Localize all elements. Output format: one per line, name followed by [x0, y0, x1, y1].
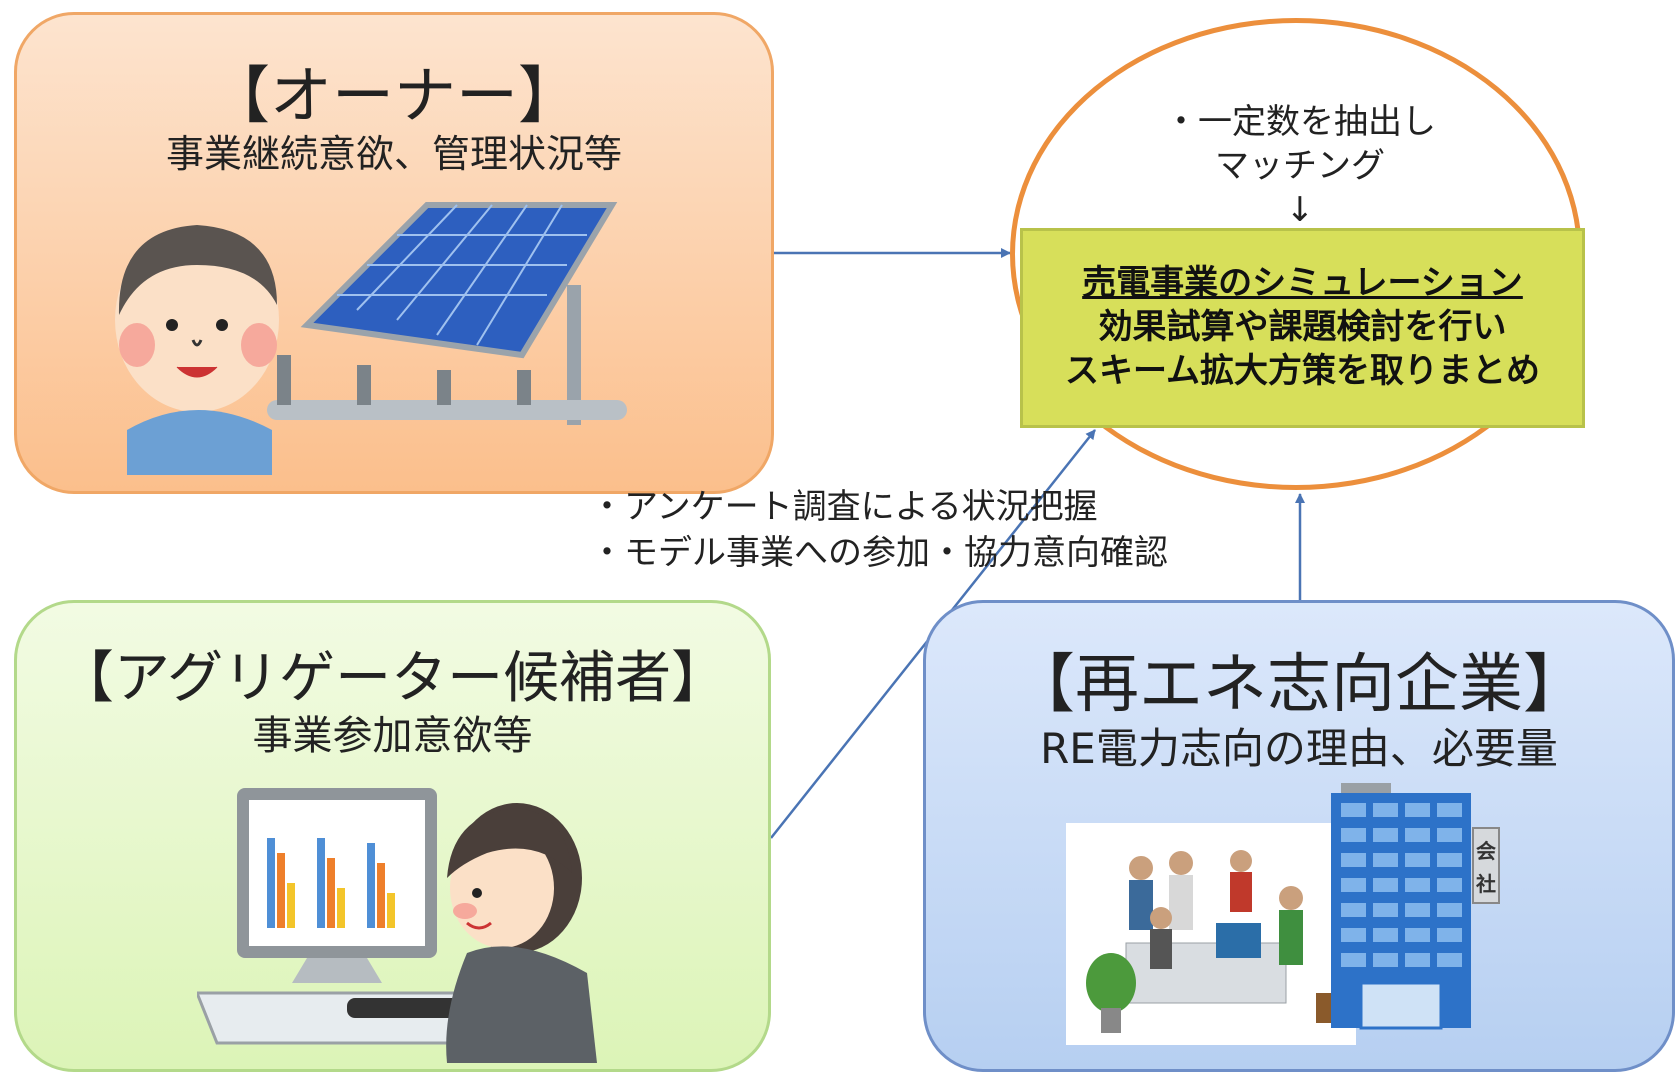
monitor-chart-icon — [197, 788, 500, 1045]
solar-panel-icon — [267, 202, 627, 425]
woman-icon — [446, 803, 597, 1063]
aggregator-analyst-illustration — [197, 788, 597, 1063]
simulation-line-1: 売電事業のシミュレーション — [1082, 263, 1523, 303]
simulation-box: 売電事業のシミュレーション 効果試算や課題検討を行い スキーム拡大方策を取りまと… — [1020, 228, 1585, 428]
aggregator-box: 【アグリゲーター候補者】 事業参加意欲等 — [14, 600, 771, 1072]
aggregator-subtitle: 事業参加意欲等 — [252, 713, 533, 759]
man-icon — [115, 225, 279, 475]
building-sign-2: 社 — [1475, 872, 1496, 896]
matching-text: ・一定数を抽出し マッチング ↓ — [1110, 100, 1490, 232]
re-company-subtitle: RE電力志向の理由、必要量 — [1040, 724, 1558, 773]
survey-line-1: ・アンケート調査による状況把握 — [590, 487, 1098, 527]
re-company-box: 【再エネ志向企業】 RE電力志向の理由、必要量 会 社 — [923, 600, 1675, 1072]
office-photo — [1066, 823, 1356, 1045]
owner-box: 【オーナー】 事業継続意欲、管理状況等 — [14, 12, 774, 494]
owner-title: 【オーナー】 — [207, 59, 580, 132]
matching-line-1: ・一定数を抽出し — [1164, 102, 1436, 142]
matching-line-2: マッチング — [1215, 146, 1385, 186]
simulation-line-2: 効果試算や課題検討を行い — [1098, 307, 1507, 347]
survey-line-2: ・モデル事業への参加・協力意向確認 — [590, 533, 1168, 573]
owner-subtitle: 事業継続意欲、管理状況等 — [165, 132, 622, 176]
survey-notes: ・アンケート調査による状況把握 ・モデル事業への参加・協力意向確認 — [590, 484, 1168, 576]
re-company-title: 【再エネ志向企業】 — [1011, 648, 1587, 722]
aggregator-title: 【アグリゲーター候補者】 — [57, 646, 728, 711]
matching-down-arrow: ↓ — [1285, 190, 1315, 230]
building-sign-1: 会 — [1476, 839, 1496, 863]
office-building-icon: 会 社 — [1331, 783, 1500, 1030]
owner-solar-illustration — [115, 202, 627, 475]
simulation-line-3: スキーム拡大方策を取りまとめ — [1065, 351, 1540, 391]
